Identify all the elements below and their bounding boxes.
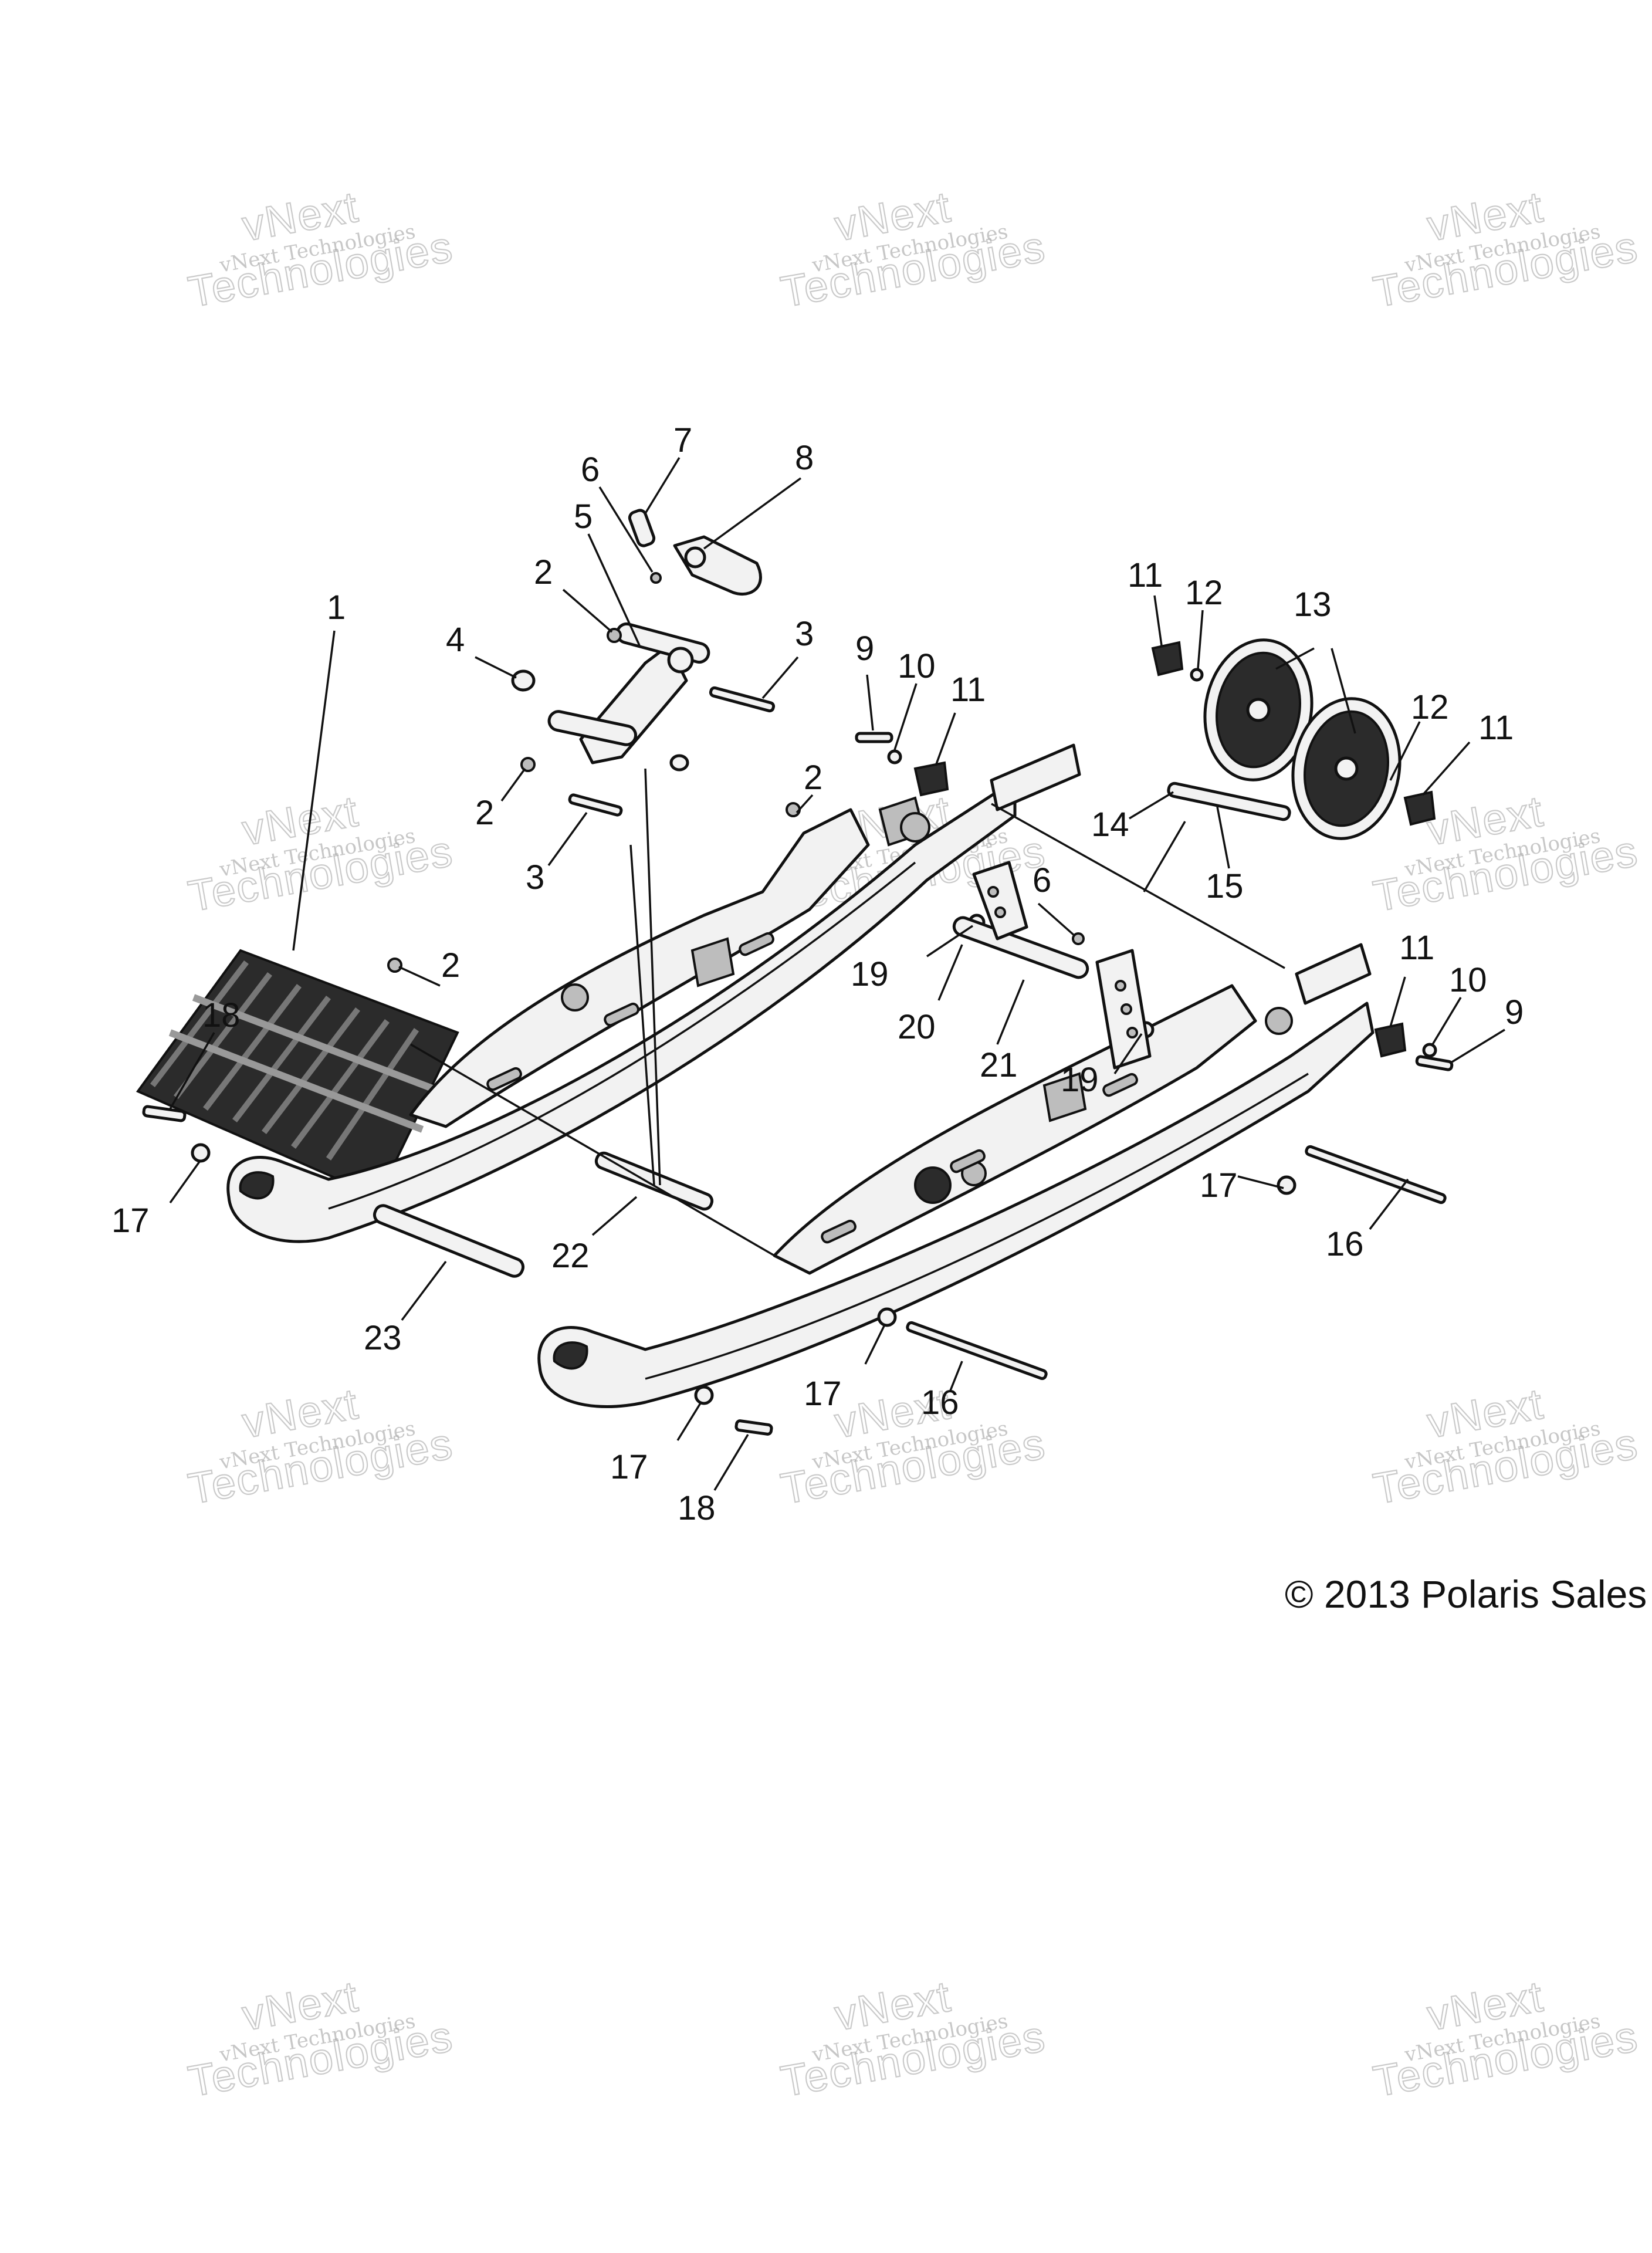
part-oring-4 bbox=[511, 669, 536, 692]
copyright-text: © 2013 Polaris Sales bbox=[1285, 1572, 1647, 1616]
part-nut-2 bbox=[786, 802, 801, 817]
callout-22: 22 bbox=[551, 1237, 590, 1275]
part-ring-12 bbox=[1190, 668, 1204, 682]
part-washer-17 bbox=[191, 1143, 211, 1163]
callout-4: 4 bbox=[446, 621, 465, 659]
callout-2: 2 bbox=[441, 946, 460, 985]
callout-11: 11 bbox=[1478, 709, 1514, 747]
callout-10: 10 bbox=[1449, 961, 1487, 999]
part-torque-arm bbox=[547, 622, 710, 764]
callout-9: 9 bbox=[855, 630, 874, 668]
part-pin-7 bbox=[628, 509, 656, 547]
callout-20: 20 bbox=[898, 1008, 936, 1046]
callout-13: 13 bbox=[1294, 586, 1332, 624]
callout-12: 12 bbox=[1185, 574, 1223, 612]
callout-2: 2 bbox=[534, 553, 553, 591]
callout-12: 12 bbox=[1411, 688, 1449, 726]
callout-17: 17 bbox=[1200, 1166, 1238, 1205]
callout-2: 2 bbox=[475, 794, 494, 832]
callout-11: 11 bbox=[1128, 556, 1163, 594]
callout-10: 10 bbox=[898, 647, 936, 685]
part-bolt-16 bbox=[1305, 1145, 1447, 1205]
part-retainer-11 bbox=[913, 761, 949, 797]
callout-5: 5 bbox=[574, 498, 593, 536]
part-bolt-18 bbox=[142, 1105, 187, 1122]
part-nut-6 bbox=[650, 572, 662, 584]
callout-numbers: 1 2 2 2 2 3 3 4 5 6 6 7 8 9 9 10 10 11 1… bbox=[111, 421, 1524, 1527]
part-bolt-3 bbox=[568, 793, 623, 817]
callout-11: 11 bbox=[1399, 929, 1434, 967]
callout-21: 21 bbox=[980, 1046, 1018, 1084]
part-bolt-3 bbox=[709, 686, 776, 713]
callout-17: 17 bbox=[804, 1375, 842, 1413]
callout-2: 2 bbox=[804, 759, 822, 797]
callout-8: 8 bbox=[795, 439, 814, 477]
callout-1: 1 bbox=[327, 588, 346, 627]
callout-leaders bbox=[169, 457, 1505, 1491]
callout-3: 3 bbox=[795, 615, 814, 653]
part-cross-shaft bbox=[952, 861, 1152, 1070]
callout-15: 15 bbox=[1206, 867, 1244, 905]
callout-17: 17 bbox=[111, 1202, 150, 1240]
callout-14: 14 bbox=[1091, 806, 1129, 844]
part-shaft-23 bbox=[373, 1204, 525, 1278]
part-nut-2 bbox=[520, 757, 536, 772]
callout-18: 18 bbox=[678, 1489, 716, 1527]
part-bolt-9 bbox=[1415, 1055, 1454, 1071]
callout-19: 19 bbox=[1061, 1061, 1099, 1099]
part-washer-17 bbox=[694, 1385, 714, 1405]
part-oring bbox=[669, 754, 689, 772]
part-bolt-18 bbox=[734, 1419, 773, 1436]
part-retainer-11 bbox=[1151, 641, 1184, 676]
assembly-lines bbox=[410, 768, 1285, 1257]
callout-19: 19 bbox=[851, 955, 889, 993]
callout-7: 7 bbox=[673, 421, 692, 459]
callout-18: 18 bbox=[202, 996, 241, 1034]
part-bolt-16 bbox=[906, 1321, 1048, 1381]
callout-6: 6 bbox=[581, 451, 600, 489]
part-washer-17 bbox=[1277, 1175, 1296, 1195]
callout-17: 17 bbox=[610, 1448, 648, 1486]
part-track-block bbox=[136, 949, 459, 1199]
part-retainer-11 bbox=[1403, 790, 1436, 826]
callout-9: 9 bbox=[1505, 993, 1524, 1031]
part-nut-2 bbox=[387, 958, 402, 973]
callout-11: 11 bbox=[950, 671, 986, 709]
callout-23: 23 bbox=[364, 1319, 402, 1357]
part-bracket bbox=[673, 535, 762, 596]
callout-16: 16 bbox=[921, 1383, 959, 1422]
part-washer-10 bbox=[1422, 1043, 1437, 1058]
callout-6: 6 bbox=[1032, 861, 1051, 899]
part-washer-10 bbox=[887, 749, 902, 764]
part-retainer-11 bbox=[1374, 1022, 1407, 1058]
part-axle-14 bbox=[1167, 782, 1291, 821]
part-wheels-13 bbox=[1203, 638, 1402, 840]
part-washer-17 bbox=[877, 1307, 897, 1327]
callout-3: 3 bbox=[526, 858, 544, 897]
callout-16: 16 bbox=[1326, 1225, 1364, 1263]
part-bolt-9 bbox=[855, 732, 893, 743]
part-nut-6 bbox=[1072, 932, 1085, 945]
